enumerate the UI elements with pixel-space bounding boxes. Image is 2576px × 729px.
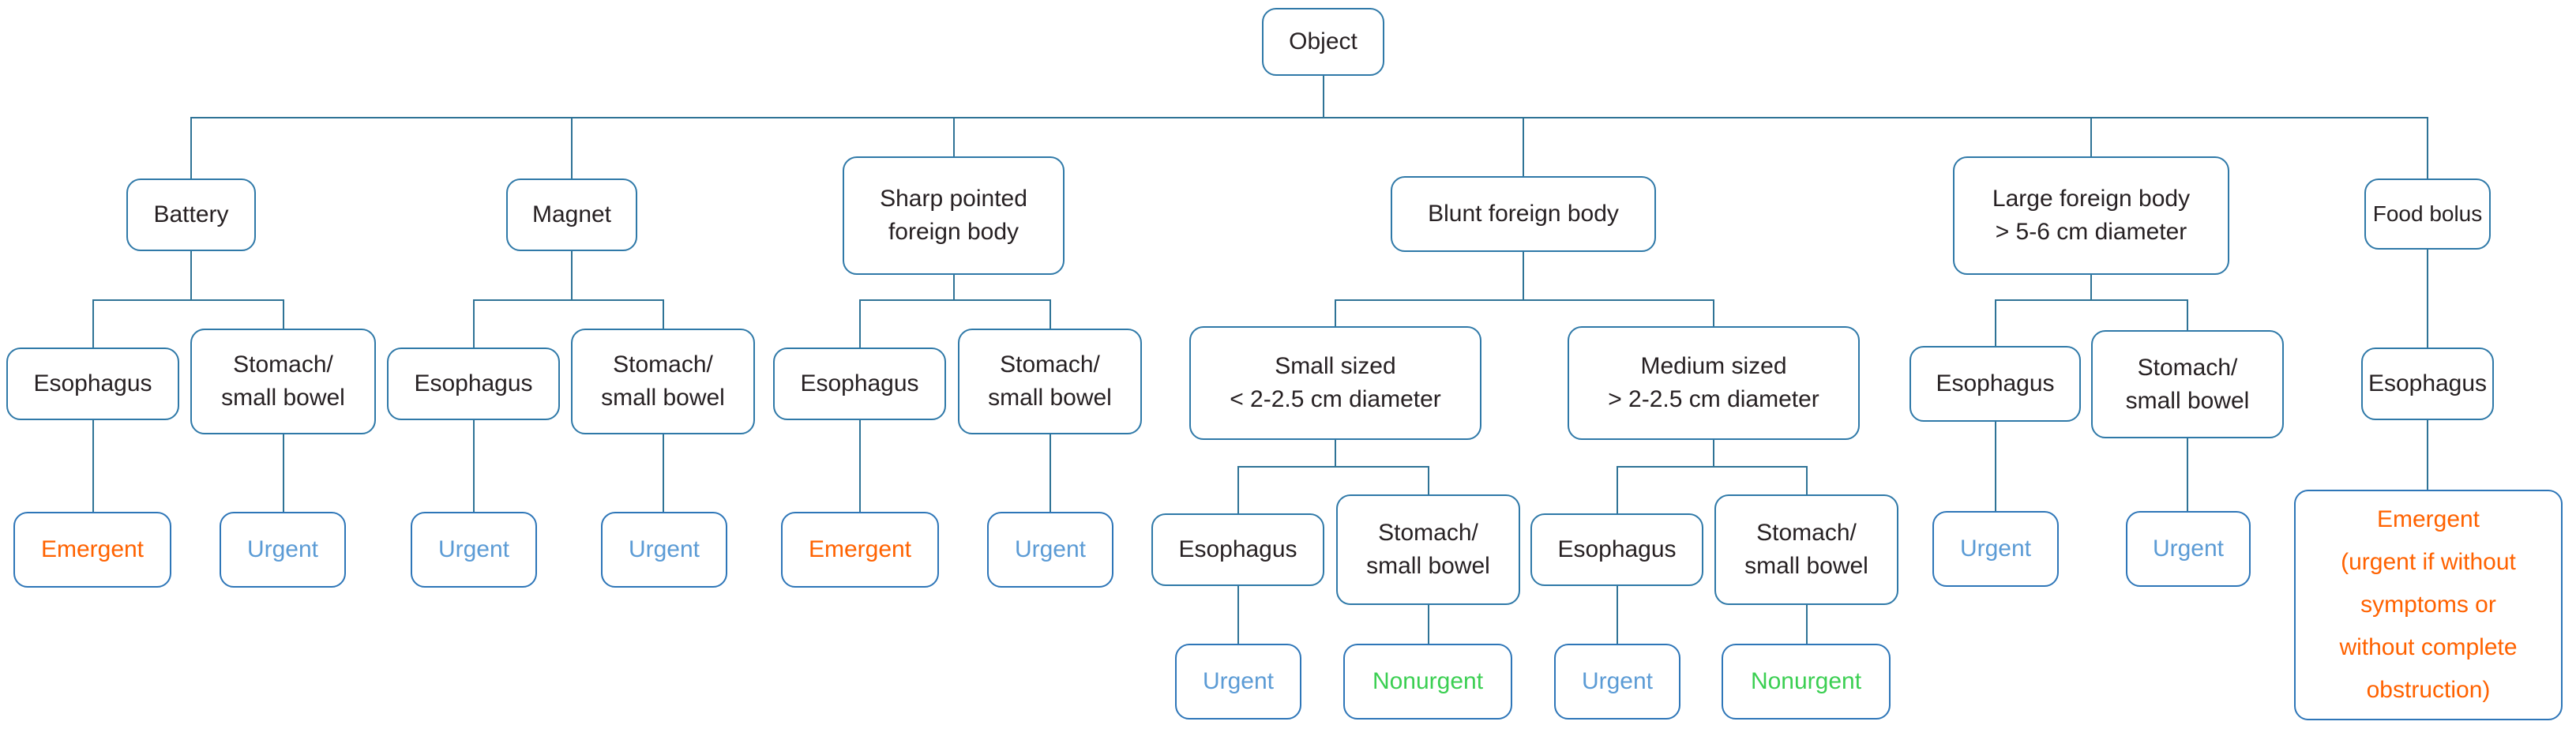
node-sto1: Stomach/ small bowel (190, 329, 376, 434)
node-medium: Medium sized > 2-2.5 cm diameter (1568, 326, 1860, 440)
connector-line (1995, 300, 1996, 348)
node-eso2: Esophagus (387, 348, 560, 420)
connector-line (1806, 605, 1808, 645)
connector-line (1523, 252, 1524, 301)
connector-line (1617, 467, 1618, 515)
connector-line (1617, 586, 1618, 645)
connector-line (1237, 586, 1239, 645)
node-sharp: Sharp pointed foreign body (843, 156, 1065, 275)
node-small: Small sized < 2-2.5 cm diameter (1189, 326, 1481, 440)
node-emBig: Emergent (urgent if without symptoms or … (2294, 490, 2563, 720)
connector-line (1428, 467, 1429, 496)
node-eso5: Esophagus (1530, 513, 1703, 586)
node-eso6: Esophagus (1909, 346, 2081, 422)
node-urB1: Urgent (1175, 644, 1301, 720)
connector-line (858, 299, 1051, 301)
connector-line (2187, 438, 2188, 513)
connector-line (1335, 440, 1336, 468)
node-battery: Battery (126, 178, 256, 251)
node-em2: Emergent (781, 512, 939, 588)
node-nonur1: Nonurgent (1343, 644, 1512, 720)
connector-line (953, 275, 955, 301)
connector-line (2090, 275, 2092, 301)
node-ur1: Urgent (220, 512, 346, 588)
connector-line (1428, 605, 1429, 645)
connector-line (92, 420, 94, 513)
node-sto2: Stomach/ small bowel (571, 329, 755, 434)
connector-line (571, 251, 573, 301)
connector-line (92, 300, 94, 349)
connector-line (2427, 118, 2428, 180)
node-ur3: Urgent (601, 512, 727, 588)
connector-line (190, 118, 192, 180)
node-eso1: Esophagus (6, 348, 179, 420)
node-urL1: Urgent (1932, 511, 2059, 587)
node-magnet: Magnet (506, 178, 637, 251)
connector-line (1523, 118, 1524, 178)
node-large: Large foreign body > 5-6 cm diameter (1953, 156, 2229, 275)
node-blunt: Blunt foreign body (1391, 176, 1656, 252)
connector-line (1994, 299, 2188, 301)
connector-line (859, 420, 861, 513)
node-object: Object (1262, 8, 1384, 76)
connector-line (2427, 420, 2428, 491)
connector-line (1335, 300, 1336, 328)
connector-line (283, 434, 284, 513)
connector-line (190, 251, 192, 301)
connector-line (473, 300, 475, 349)
connector-line (1713, 440, 1714, 468)
node-ur4: Urgent (987, 512, 1113, 588)
node-eso3: Esophagus (773, 348, 946, 420)
connector-line (2427, 250, 2428, 349)
connector-line (2090, 118, 2092, 158)
node-sto5: Stomach/ small bowel (1714, 494, 1898, 605)
node-nonur2: Nonurgent (1722, 644, 1891, 720)
connector-line (92, 299, 284, 301)
connector-line (1050, 434, 1051, 513)
connector-line (190, 117, 2428, 118)
node-sto3: Stomach/ small bowel (958, 329, 1142, 434)
connector-line (953, 118, 955, 158)
connector-line (1713, 300, 1714, 328)
connector-line (1050, 300, 1051, 330)
node-eso4: Esophagus (1151, 513, 1324, 586)
node-urL2: Urgent (2126, 511, 2251, 587)
node-food: Food bolus (2364, 178, 2491, 250)
connector-line (473, 420, 475, 513)
connector-line (1335, 299, 1714, 301)
connector-line (1323, 76, 1324, 118)
connector-line (1806, 467, 1808, 496)
node-eso7: Esophagus (2361, 348, 2494, 420)
node-urB2: Urgent (1554, 644, 1680, 720)
connector-line (283, 300, 284, 330)
connector-line (472, 299, 664, 301)
connector-line (1237, 467, 1239, 515)
node-ur2: Urgent (411, 512, 537, 588)
connector-line (1237, 466, 1429, 468)
connector-line (663, 300, 664, 330)
connector-line (663, 434, 664, 513)
connector-line (859, 300, 861, 349)
node-sto4: Stomach/ small bowel (1336, 494, 1520, 605)
connector-line (1616, 466, 1808, 468)
connector-line (2187, 300, 2188, 332)
connector-line (1995, 422, 1996, 513)
node-sto6: Stomach/ small bowel (2091, 330, 2284, 438)
node-em1: Emergent (13, 512, 171, 588)
connector-line (571, 118, 573, 180)
